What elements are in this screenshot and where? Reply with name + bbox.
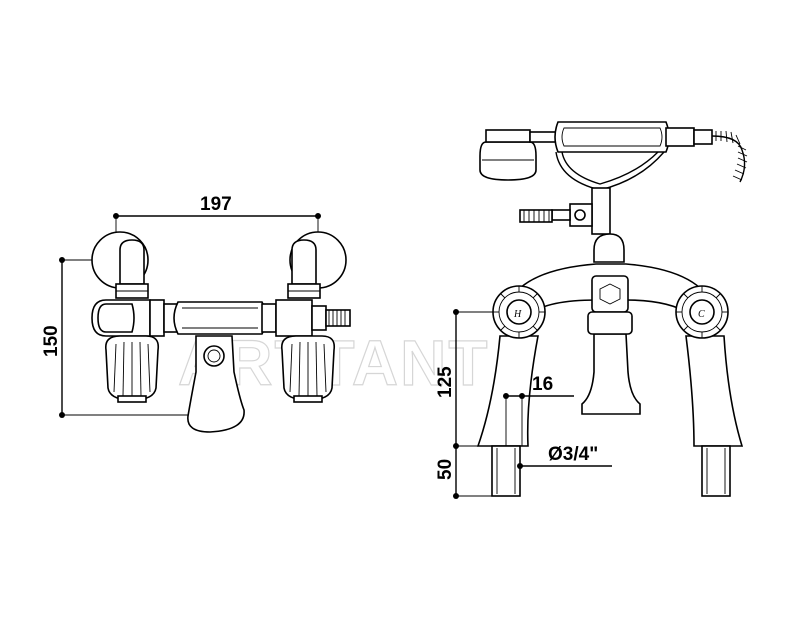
shower-head [479, 141, 537, 181]
spout-nut [203, 345, 225, 367]
cradle [555, 151, 665, 191]
center-hex-block [591, 275, 629, 313]
dimension-height: 150 [41, 257, 190, 418]
left-handle-top [104, 335, 160, 403]
dimension-tap-height: 125 [435, 309, 494, 449]
front-view: H C [435, 121, 748, 499]
top-view: 197 150 [41, 194, 351, 433]
cold-handle: C [675, 285, 729, 339]
dimension-width: 197 [113, 194, 321, 238]
height-label: 150 [41, 325, 62, 357]
center-barrel [173, 301, 267, 335]
right-shank [701, 445, 731, 497]
width-label: 197 [200, 194, 232, 215]
left-shank [491, 445, 521, 497]
right-pillar [685, 335, 744, 447]
hot-mark: H [513, 309, 522, 320]
left-end-inner [97, 303, 135, 333]
bath-spout [581, 333, 641, 415]
right-block [275, 299, 313, 337]
base-height-label: 50 [435, 459, 456, 480]
pillar-label: 16 [532, 374, 553, 395]
dimension-thread: Ø3/4" [517, 444, 612, 469]
left-collar [149, 299, 165, 337]
diverter-lever [519, 209, 553, 223]
spout [187, 335, 245, 433]
right-outlet-nut [311, 305, 327, 331]
hand-shower [479, 121, 748, 191]
hex-nut [599, 283, 621, 305]
dimension-pillar: 16 [503, 374, 574, 446]
shower-grip [554, 121, 670, 153]
hot-handle: H [492, 285, 546, 339]
right-stem [291, 239, 317, 285]
left-pillar [476, 335, 539, 447]
tap-height-label: 125 [435, 366, 456, 398]
thread-label: Ø3/4" [548, 444, 598, 465]
shower-head-collar [485, 129, 531, 143]
right-handle-top [280, 335, 336, 403]
right-collar [261, 303, 277, 333]
cold-mark: C [698, 309, 705, 320]
hose-stub [325, 309, 351, 327]
cradle-column [591, 187, 611, 235]
central-cap [593, 233, 625, 263]
dimension-base-height: 50 [435, 446, 492, 499]
left-stem [119, 239, 145, 285]
